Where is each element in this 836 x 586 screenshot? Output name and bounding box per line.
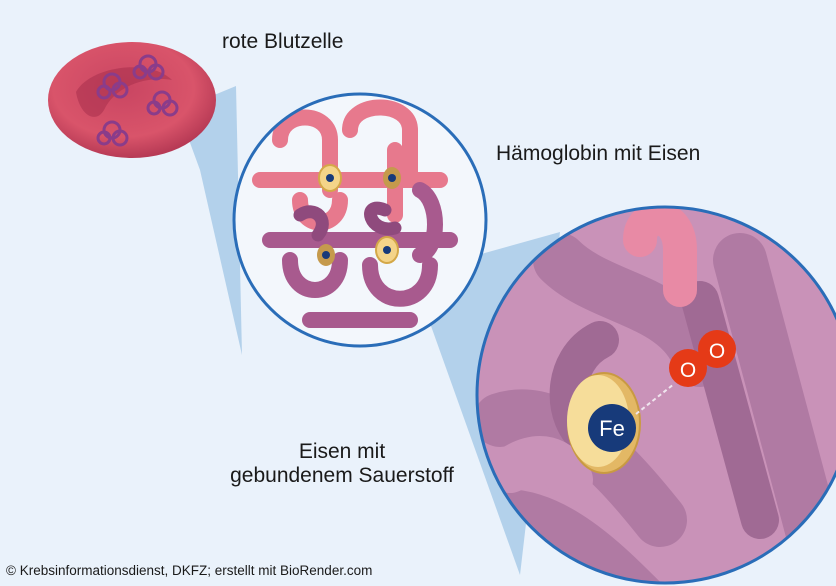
iron-oxygen-label: Eisen mit gebundenem Sauerstoff xyxy=(212,440,472,488)
hemoglobin-cluster-4 xyxy=(96,120,129,147)
oxygen-atom-1-label: O xyxy=(680,359,696,382)
hemoglobin-cluster-2 xyxy=(132,54,165,81)
heme-group xyxy=(317,164,401,266)
copyright-notice: © Krebsinformationsdienst, DKFZ; erstell… xyxy=(6,563,373,578)
oxygen-atom-2-label: O xyxy=(709,340,725,363)
hemoglobin-cluster-3 xyxy=(146,90,179,117)
iron-atom-label: Fe xyxy=(599,416,625,441)
hemoglobin-label: Hämoglobin mit Eisen xyxy=(496,142,701,165)
red-blood-cell-label: rote Blutzelle xyxy=(222,30,344,53)
oxygen-molecule: O O xyxy=(669,330,736,387)
iron-atom: Fe xyxy=(588,404,636,452)
iron-oxygen-label-line-1: Eisen mit xyxy=(298,440,386,463)
hemoglobin-cluster-1 xyxy=(96,72,129,100)
iron-oxygen-label-line-2: gebundenem Sauerstoff xyxy=(230,464,454,487)
zoom-beam-cell xyxy=(178,86,242,355)
red-blood-cell xyxy=(48,42,216,158)
iron-oxygen-bond xyxy=(635,383,675,415)
hemoglobin-molecule xyxy=(232,92,488,348)
